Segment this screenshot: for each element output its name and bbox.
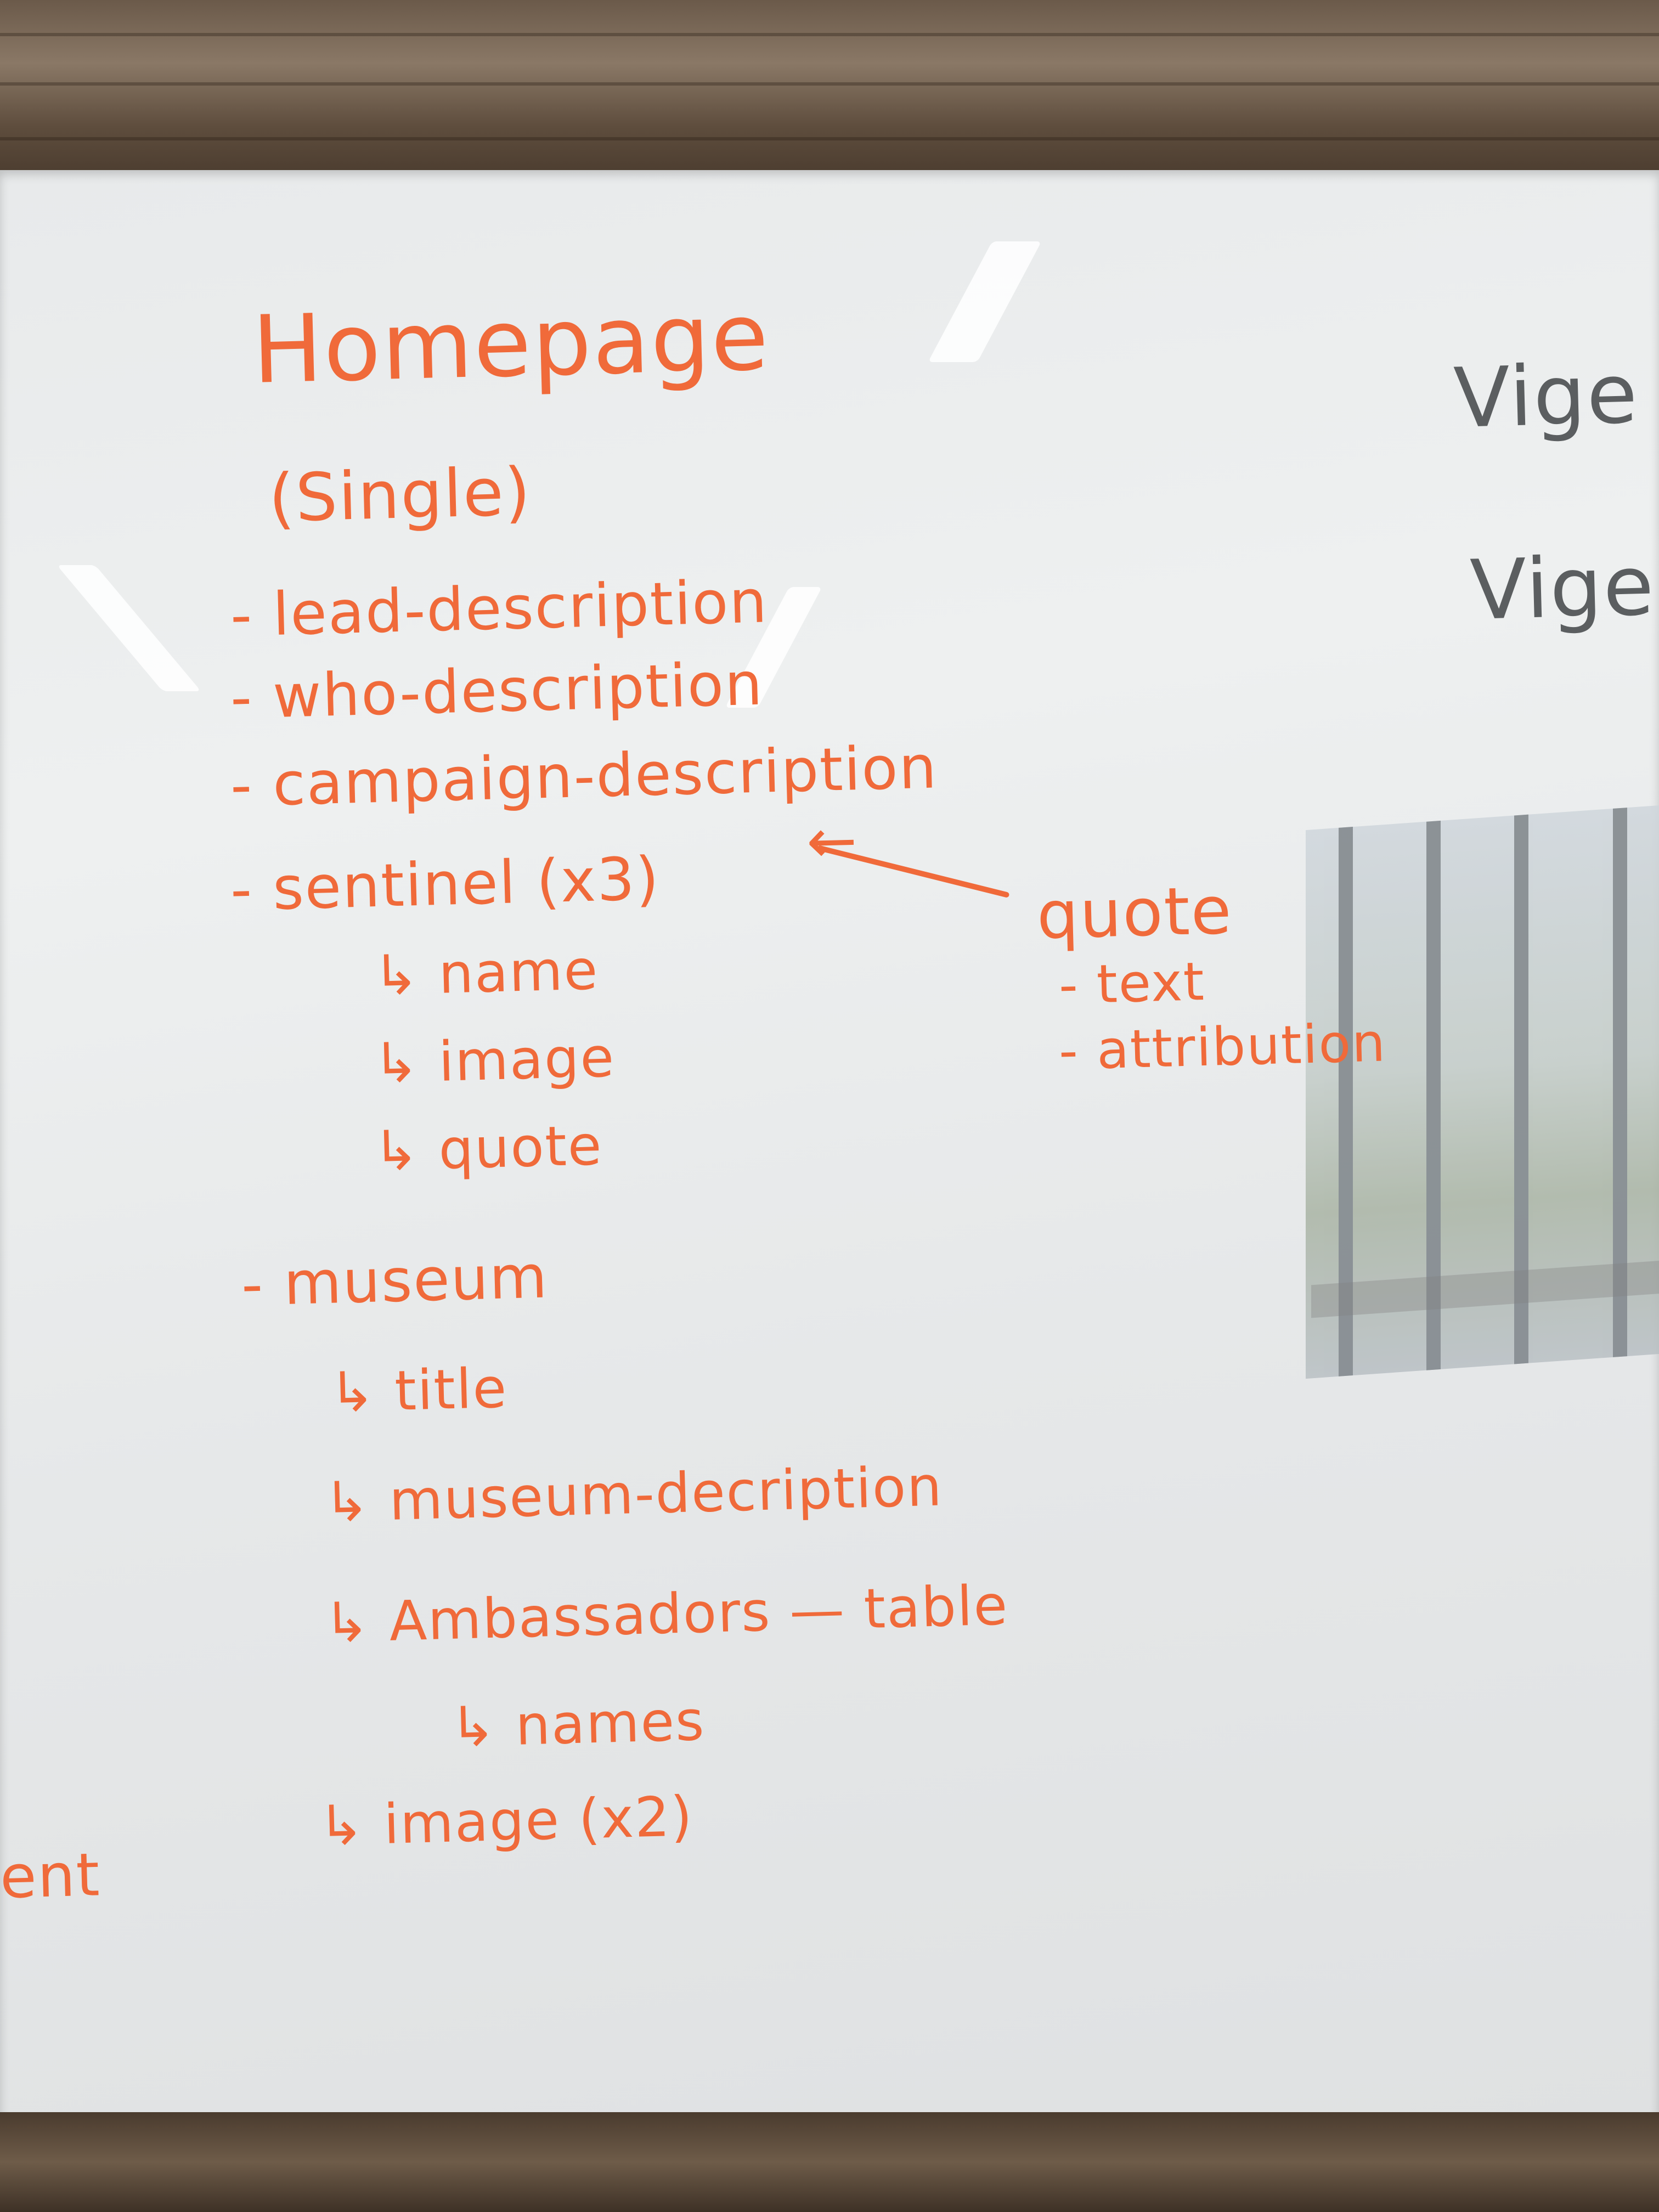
list-item: ↳ title [328, 1356, 509, 1425]
list-item: ↳ name [372, 938, 600, 1008]
list-item: ↳ quote [372, 1113, 603, 1183]
side-note-title: quote [1036, 872, 1234, 954]
whiteboard-subtitle: (Single) [268, 454, 533, 537]
partial-text: ent [0, 1841, 101, 1912]
wood-beam-bottom [0, 2112, 1659, 2212]
list-item: - who-description [229, 650, 764, 732]
side-note-item: - attribution [1058, 1012, 1387, 1082]
list-item: - museum [240, 1243, 549, 1319]
arrow-head: ← [805, 805, 859, 877]
list-item: ↳ names [449, 1688, 706, 1759]
partial-text: Vige [1452, 346, 1640, 447]
list-item: ↳ image [372, 1025, 616, 1096]
partial-text: Vige [1469, 538, 1656, 639]
whiteboard-title: Homepage [251, 283, 771, 405]
list-item: ↳ image (x2) [317, 1784, 694, 1858]
list-item: - lead-description [229, 567, 769, 650]
list-item: - sentinel (x3) [229, 844, 661, 924]
wood-beam-top [0, 0, 1659, 181]
side-note-item: - text [1058, 951, 1206, 1016]
